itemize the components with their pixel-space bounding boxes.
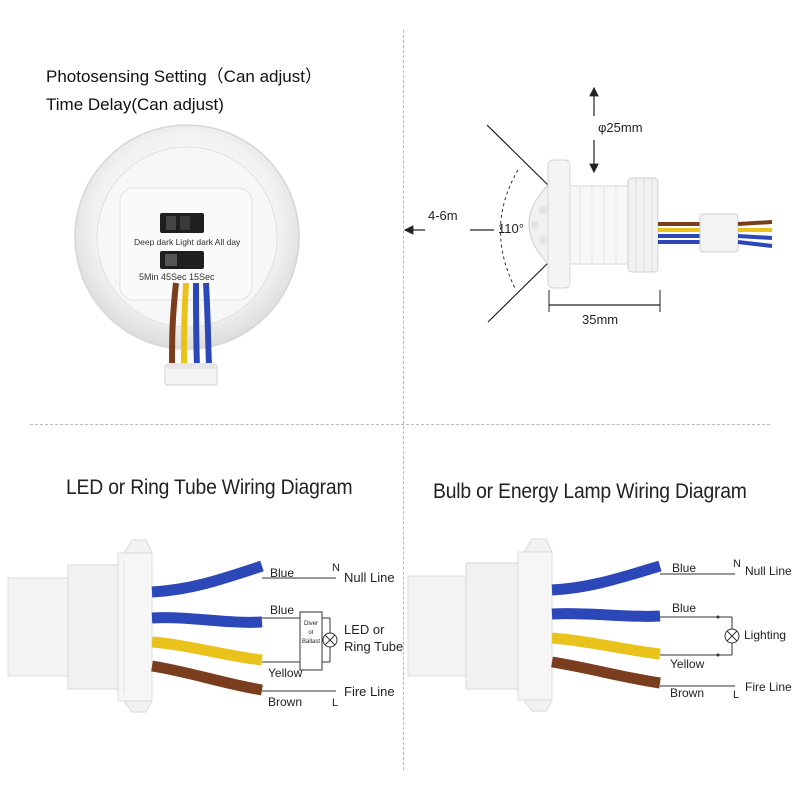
time-delay-text: Time Delay(Can adjust) xyxy=(46,95,224,114)
bulb-diagram-title: Bulb or Energy Lamp Wiring Diagram xyxy=(433,480,747,503)
bulb-n-marker: N xyxy=(733,558,741,570)
led-l-marker: L xyxy=(332,697,339,709)
bulb-fire-line: Fire Line xyxy=(745,680,792,694)
time-switch-labels: 5Min 45Sec 15Sec xyxy=(139,272,215,282)
angle-label: 110° xyxy=(498,221,524,236)
led-wire-brown: Brown xyxy=(268,695,303,709)
horizontal-divider xyxy=(30,424,770,425)
bulb-wire-yellow: Yellow xyxy=(670,657,705,671)
led-wire-yellow: Yellow xyxy=(268,666,303,680)
led-wire-blue-mid: Blue xyxy=(270,603,295,617)
bulb-wire-blue-top: Blue xyxy=(672,561,697,575)
led-null-line: Null Line xyxy=(344,570,395,585)
led-load-label-2: Ring Tube xyxy=(344,639,404,654)
led-fire-line: Fire Line xyxy=(344,684,395,699)
driver-text-1: Diver xyxy=(303,621,318,627)
bulb-wire-brown: Brown xyxy=(670,686,705,700)
driver-box: Diver or Ballast xyxy=(300,620,322,647)
bulb-wire-blue-mid: Blue xyxy=(672,601,697,615)
led-diagram-title: LED or Ring Tube Wiring Diagram xyxy=(66,476,353,499)
length-label: 35mm xyxy=(582,312,619,327)
light-switch-labels: Deep dark Light dark All day xyxy=(134,237,241,247)
led-load-label-1: LED or xyxy=(344,622,385,637)
bulb-load-label: Lighting xyxy=(744,628,787,642)
vertical-divider xyxy=(403,30,404,770)
bulb-l-marker: L xyxy=(733,689,740,701)
led-wire-blue-top: Blue xyxy=(270,566,295,580)
diameter-label: φ25mm xyxy=(598,120,643,135)
photosensing-setting-text: Photosensing Setting（Can adjust） xyxy=(46,67,322,86)
range-label: 4-6m xyxy=(428,208,458,223)
driver-text-2: or xyxy=(308,630,314,636)
led-n-marker: N xyxy=(332,562,340,574)
driver-text-3: Ballast xyxy=(301,639,320,645)
bulb-null-line: Null Line xyxy=(745,564,792,578)
